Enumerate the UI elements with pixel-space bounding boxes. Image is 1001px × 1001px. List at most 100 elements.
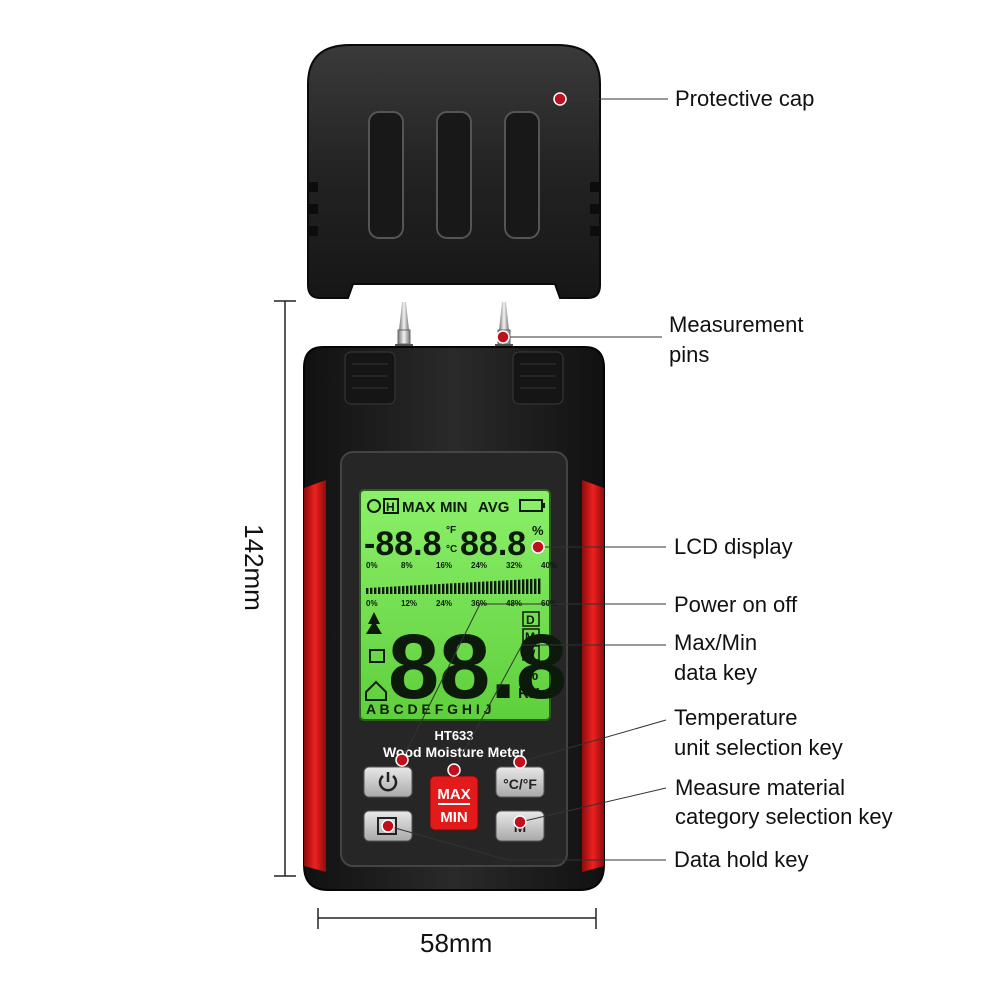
lcd-bar-segment <box>422 584 425 594</box>
dimension-lines <box>274 300 597 929</box>
width-dimension-label: 58mm <box>420 928 493 958</box>
lcd-bar-segment <box>370 587 373 594</box>
lcd-bar-segment <box>394 586 397 594</box>
lcd-scale-top-label-5: 40% <box>541 561 557 570</box>
callout-markers <box>381 92 567 833</box>
lcd-scale-top: 0% 8% 16% 24% 32% 40% <box>366 561 557 570</box>
power-icon <box>378 775 398 792</box>
lcd-mode-m: M <box>525 630 535 644</box>
lcd-bar-segment <box>398 586 401 594</box>
model-label: HT633 <box>434 728 473 743</box>
lcd-scale-top-label-3: 24% <box>471 561 487 570</box>
lcd-unit-f: °F <box>446 525 456 536</box>
lcd-bar-segment <box>414 585 417 594</box>
lcd-bar-segment <box>478 581 481 594</box>
lcd-bar-segment <box>526 579 529 594</box>
lcd-bar-segment <box>538 578 541 594</box>
max-label: MAX <box>437 786 470 803</box>
lcd-bar-segment <box>486 581 489 594</box>
lcd-bar-segment <box>374 587 377 594</box>
lcd-hold-indicator: H <box>386 500 395 514</box>
measurement-pins <box>395 302 513 352</box>
leader-lines <box>387 98 668 861</box>
lcd-bar-segment <box>406 585 409 594</box>
lcd-bar-segment <box>390 586 393 594</box>
lcd-scale-top-label-4: 32% <box>506 561 522 570</box>
lcd-bar-graph <box>366 578 541 594</box>
lcd-material-categories: A B C D E F G H I J <box>366 701 492 717</box>
lcd-avg-indicator: AVG <box>478 499 509 516</box>
lcd-bar-segment <box>518 579 521 594</box>
lcd-bar-segment <box>446 583 449 594</box>
lcd-bar-segment <box>366 588 369 594</box>
lcd-scale-bottom-label-1: 12% <box>401 599 417 608</box>
lcd-max-indicator: MAX <box>402 499 435 516</box>
lcd-bar-segment <box>386 586 389 594</box>
tree-icon <box>366 612 382 634</box>
lcd-bar-segment <box>506 580 509 594</box>
lcd-scale-top-label-1: 8% <box>401 561 413 570</box>
callout-material-line2: category selection key <box>675 804 893 829</box>
lcd-humidity-percent: % <box>532 523 544 538</box>
lcd-bar-segment <box>462 582 465 594</box>
temperature-unit-label: °C/°F <box>503 776 537 792</box>
lcd-main-reading: 88.8 <box>388 616 567 718</box>
callout-temperature-line1: Temperature <box>674 705 798 730</box>
lcd-unit-c: °C <box>446 544 457 555</box>
lcd-humidity-reading: 88.8 <box>460 525 526 563</box>
lcd-bar-segment <box>474 582 477 594</box>
lcd-bar-segment <box>502 580 505 594</box>
callout-max-min-line1: Max/Min <box>674 630 758 655</box>
lcd-display: H MAX MIN AVG -88.8 °F °C 88.8 % 0% 8% 16%… <box>359 489 567 721</box>
callout-data-hold: Data hold key <box>674 847 809 872</box>
lcd-bar-segment <box>434 584 437 594</box>
lcd-bar-segment <box>522 579 525 594</box>
lcd-bar-segment <box>402 586 405 594</box>
callout-max-min-line2: data key <box>674 660 758 685</box>
house-icon <box>365 680 387 701</box>
lcd-scale-bottom-label-0: 0% <box>366 599 378 608</box>
lcd-mode-w: W <box>524 647 536 661</box>
lcd-scale-bottom-label-3: 36% <box>471 599 487 608</box>
callout-measurement-pins-line1: Measurement <box>669 312 804 337</box>
max-min-button[interactable]: MAX MIN <box>429 775 479 831</box>
product-name-label: Wood Moisture Meter <box>383 744 526 760</box>
protective-cap <box>307 44 601 299</box>
temperature-unit-button[interactable]: °C/°F <box>495 766 545 798</box>
wood-block-icon <box>369 649 385 663</box>
lcd-scale-top-label-2: 16% <box>436 561 452 570</box>
lcd-bar-segment <box>382 587 385 594</box>
lcd-bar-segment <box>490 581 493 594</box>
lcd-bar-segment <box>378 587 381 594</box>
lcd-bar-segment <box>514 579 517 594</box>
lcd-bar-segment <box>470 582 473 594</box>
lcd-bar-segment <box>450 583 453 594</box>
lcd-bar-segment <box>438 584 441 594</box>
lcd-bar-segment <box>418 585 421 594</box>
lcd-bar-segment <box>410 585 413 594</box>
callout-power-on-off: Power on off <box>674 592 798 617</box>
callout-temperature-line2: unit selection key <box>674 735 843 760</box>
lcd-rh: RH <box>518 685 540 702</box>
callout-material-line1: Measure material <box>675 775 845 800</box>
lcd-scale-top-label-0: 0% <box>366 561 378 570</box>
lcd-bar-segment <box>442 583 445 594</box>
min-label: MIN <box>440 809 468 826</box>
lcd-min-indicator: MIN <box>440 499 468 516</box>
lcd-temperature-reading: -88.8 <box>364 525 442 563</box>
lcd-bar-segment <box>498 580 501 594</box>
callout-measurement-pins-line2: pins <box>669 342 710 367</box>
lcd-bar-segment <box>534 578 537 594</box>
lcd-bar-segment <box>466 582 469 594</box>
lcd-bar-segment <box>430 584 433 594</box>
lcd-bar-segment <box>458 582 461 594</box>
lcd-bar-segment <box>426 584 429 594</box>
callout-protective-cap: Protective cap <box>675 86 815 111</box>
lcd-bar-segment <box>454 583 457 594</box>
power-button[interactable] <box>363 766 413 798</box>
height-dimension-label: 142mm <box>238 524 269 611</box>
callout-lcd-display: LCD display <box>674 534 793 559</box>
lcd-mode-d: D <box>526 613 535 627</box>
